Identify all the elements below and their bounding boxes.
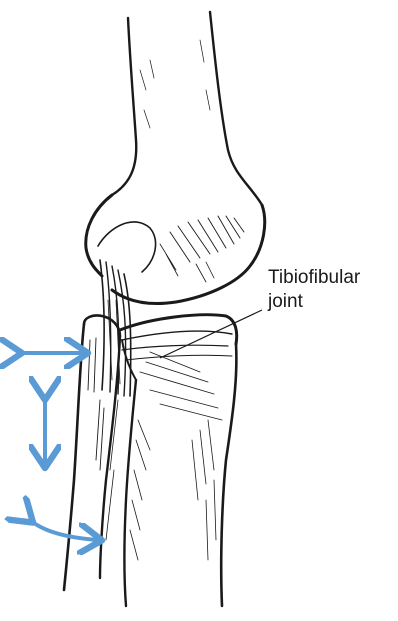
- curved-arrow-icon: [30, 520, 98, 540]
- label-line-2: joint: [268, 290, 388, 314]
- ligaments: [100, 260, 232, 396]
- femur: [86, 12, 265, 304]
- label-line-1: Tibiofibular: [268, 266, 388, 290]
- tibiofibular-joint-label: Tibiofibular joint: [268, 266, 388, 314]
